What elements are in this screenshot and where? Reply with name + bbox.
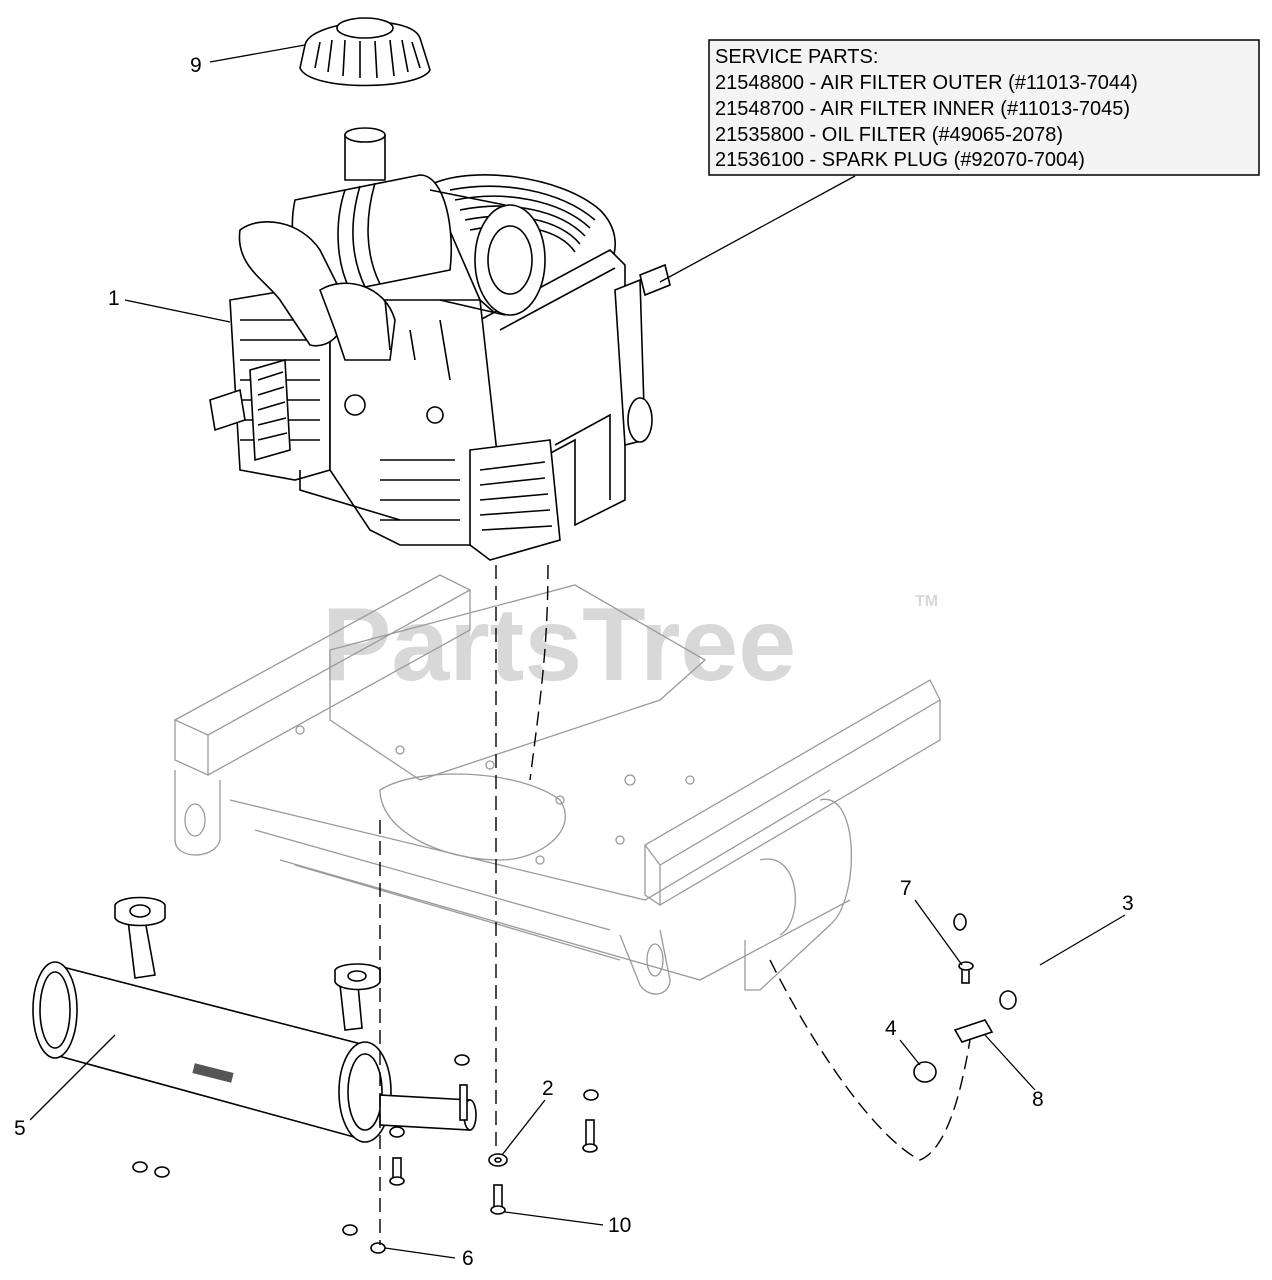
assembly-lines <box>379 564 971 1245</box>
callouts: 1 2 3 4 5 6 7 8 9 10 <box>14 44 1134 1270</box>
callout-3: 3 <box>1122 892 1134 915</box>
callout-8: 8 <box>1032 1088 1044 1111</box>
callout-10: 10 <box>608 1214 631 1237</box>
mower-frame <box>173 574 941 995</box>
callout-2: 2 <box>542 1077 554 1100</box>
muffler <box>32 896 477 1143</box>
callout-9: 9 <box>190 54 202 77</box>
service-parts-title: SERVICE PARTS: <box>715 46 878 68</box>
callout-1: 1 <box>108 287 120 310</box>
callout-7: 7 <box>900 877 912 900</box>
callout-4: 4 <box>885 1017 897 1040</box>
hardware <box>132 913 1061 1254</box>
callout-6: 6 <box>462 1247 474 1270</box>
service-part-line: 21548700 - AIR FILTER INNER (#11013-7045… <box>715 98 1130 120</box>
service-parts-box: SERVICE PARTS: 21548800 - AIR FILTER OUT… <box>659 39 1260 283</box>
callout-5: 5 <box>14 1117 26 1140</box>
watermark-tm: TM <box>915 593 938 610</box>
engine <box>209 127 671 561</box>
service-part-line: 21535800 - OIL FILTER (#49065-2078) <box>715 124 1063 146</box>
service-part-line: 21548800 - AIR FILTER OUTER (#11013-7044… <box>715 72 1138 94</box>
air-cleaner-cap <box>299 17 431 87</box>
watermark: PartsTree <box>322 587 796 703</box>
service-part-line: 21536100 - SPARK PLUG (#92070-7004) <box>715 149 1085 171</box>
